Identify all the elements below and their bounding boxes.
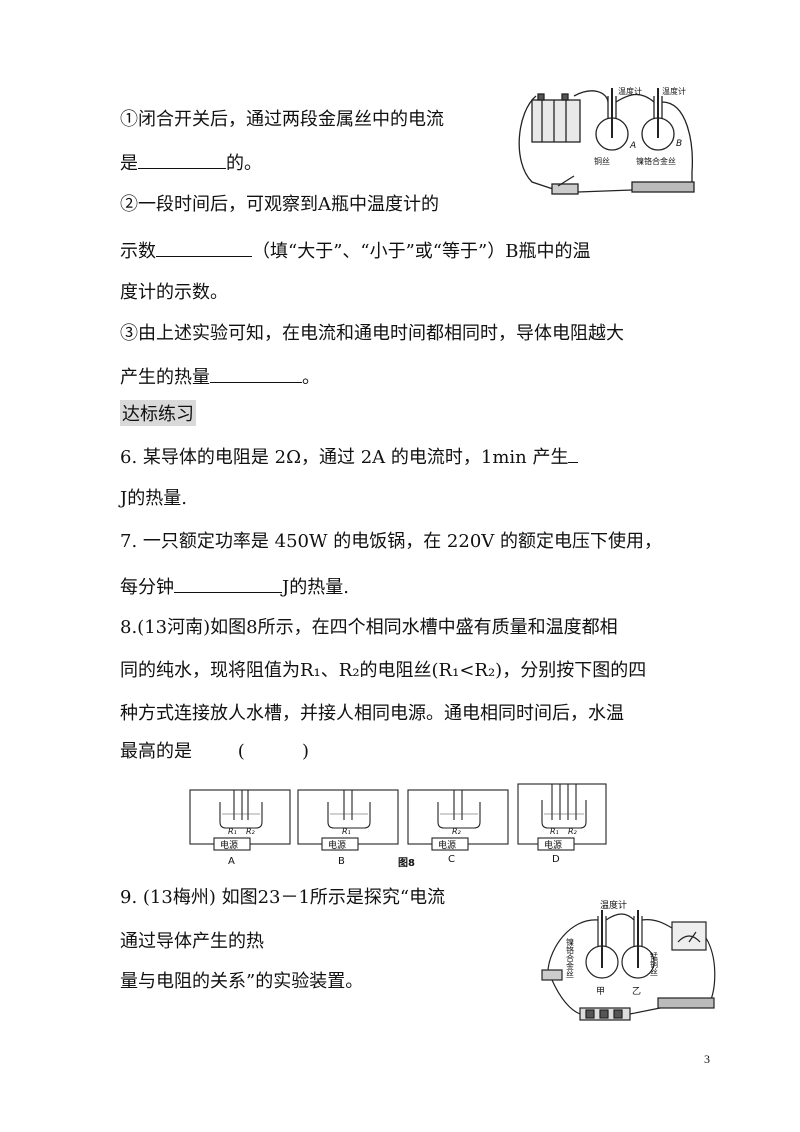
q5-line4: 示数 （填“大于”、“小于”或“等于”）B瓶中的温 [120, 238, 590, 264]
q9-line1: 9. (13梅州) 如图23－1所示是探究“电流 [120, 887, 446, 908]
q8-fig-power-b: 电源 [328, 839, 346, 851]
q8-fig-a-r2: R₂ [246, 827, 256, 836]
q6-line2: J的热量. [120, 488, 187, 509]
q6-line1: 6. 某导体的电阻是 2Ω，通过 2A 的电流时，1min 产生 [120, 444, 579, 470]
q9-apparatus-figure: 温度计 镍铬合金丝 锰铜丝 甲 乙 [541, 899, 716, 1021]
q5-blank-1[interactable] [138, 150, 226, 169]
q8-fig-caption: 图8 [398, 857, 415, 869]
q5-line5: 度计的示数。 [120, 282, 228, 303]
q8-fig-power-d: 电源 [544, 839, 562, 851]
q5-line7-post: 。 [302, 367, 320, 388]
q8-fig-label-b: B [338, 856, 345, 867]
q5-fig-thermo1: 温度计 [618, 86, 642, 96]
q9-line2: 通过导体产生的热 [120, 931, 264, 952]
q8-fig-label-d: D [552, 854, 560, 865]
q7-line2: 每分钟 J的热量. [120, 574, 349, 600]
q9-fig-jia: 甲 [596, 986, 605, 997]
q8-line4: 最高的是 ( ) [120, 741, 310, 762]
q7-blank[interactable] [174, 574, 282, 593]
q5-fig-label-a: A [629, 141, 636, 151]
q5-fig-label-b: B [676, 139, 682, 149]
q5-blank-2[interactable] [156, 238, 252, 257]
q8-fig-label-a: A [228, 856, 235, 867]
q9-fig-yi: 乙 [632, 986, 641, 997]
q6-blank[interactable] [568, 444, 579, 463]
q5-fig-copper: 铜丝 [594, 156, 610, 166]
page-number: 3 [704, 1052, 710, 1066]
q9-fig-nichrome: 镍铬合金丝 [566, 937, 575, 978]
q5-line1: ①闭合开关后，通过两段金属丝中的电流 [120, 109, 444, 130]
q8-fig-power-c: 电源 [438, 839, 456, 851]
q5-line7-pre: 产生的热量 [120, 367, 210, 388]
q9-line3: 量与电阻的关系”的实验装置。 [120, 971, 364, 992]
q5-line2-pre: 是 [120, 153, 138, 174]
q8-line2: 同的纯水，现将阻值为R₁、R₂的电阻丝(R₁<R₂)，分别按下图的四 [120, 660, 647, 681]
q9-fig-manganin: 锰铜丝 [650, 951, 659, 976]
q8-fig-d-r1: R₁ [550, 827, 559, 836]
q5-line7: 产生的热量 。 [120, 364, 320, 390]
q8-fig-label-c: C [448, 854, 455, 865]
q8-fig-a-r1: R₁ [228, 827, 237, 836]
q8-circuits-figure: 电源 电源 电源 电源 R₁ R₂ R₁ R₂ R₁ R₂ A B 图8 C D [189, 783, 607, 869]
q8-fig-d-r2: R₂ [568, 827, 578, 836]
q7-line2-pre: 每分钟 [120, 577, 174, 598]
q7-line2-post: J的热量. [282, 577, 349, 598]
q5-apparatus-figure: 温度计 温度计 铜丝 镍铬合金丝 A B [518, 86, 695, 195]
q5-line4-pre: 示数 [120, 241, 156, 262]
q5-line6: ③由上述实验可知，在电流和通电时间都相同时，导体电阻越大 [120, 323, 624, 344]
q5-line4-post: （填“大于”、“小于”或“等于”）B瓶中的温 [252, 241, 591, 262]
q8-fig-c-r2: R₂ [452, 827, 462, 836]
q9-fig-thermo: 温度计 [600, 899, 627, 911]
q8-fig-power-a: 电源 [220, 839, 238, 851]
q8-line3: 种方式连接放人水槽，并接人相同电源。通电相同时间后，水温 [120, 703, 624, 724]
q5-line2-post: 的。 [226, 153, 262, 174]
q5-fig-nichrome: 镍铬合金丝 [636, 156, 676, 166]
q5-fig-thermo2: 温度计 [662, 86, 686, 96]
q7-line1: 7. 一只额定功率是 450W 的电饭锅，在 220V 的额定电压下使用， [120, 531, 662, 552]
q8-line1: 8.(13河南)如图8所示，在四个相同水槽中盛有质量和温度都相 [120, 617, 618, 638]
q5-line3: ②一段时间后，可观察到A瓶中温度计的 [120, 194, 439, 215]
q8-fig-b-r1: R₁ [342, 827, 351, 836]
q6-line1-text: 6. 某导体的电阻是 2Ω，通过 2A 的电流时，1min 产生 [120, 447, 569, 468]
q5-blank-3[interactable] [210, 364, 302, 383]
section-heading: 达标练习 [120, 400, 196, 426]
q5-line2: 是 的。 [120, 150, 262, 176]
